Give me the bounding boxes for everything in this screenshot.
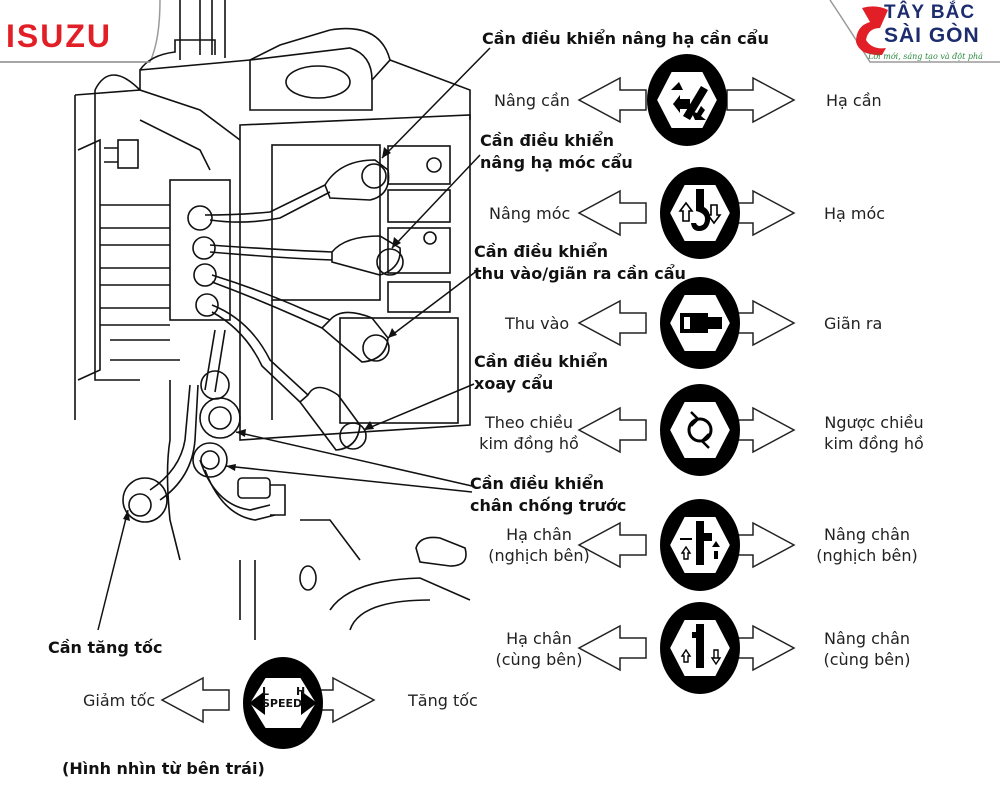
row2-left-label: Nâng móc	[489, 204, 571, 223]
callout-hook-lift-line1: Cần điều khiển	[480, 131, 615, 150]
row5-right-line2: (nghịch bên)	[816, 546, 918, 565]
row4-left-label: Theo chiều kim đồng hồ	[474, 412, 584, 454]
telescope-icon	[660, 277, 740, 369]
view-note: (Hình nhìn từ bên trái)	[62, 759, 265, 778]
arrow-left-outrigger-same	[577, 624, 647, 672]
callout-telescope-line2: thu vào/giãn ra cần cẩu	[474, 264, 686, 283]
row6-left-line2: (cùng bên)	[495, 650, 583, 669]
callout-outrigger-line1: Cần điều khiển	[470, 474, 605, 493]
callout-telescope-line1: Cần điều khiển	[474, 242, 609, 261]
callout-hook-lift: Cần điều khiển nâng hạ móc cẩu	[480, 130, 633, 174]
row6-right-line1: Nâng chân	[823, 629, 911, 648]
taybac-logo-top: TÂY BẮC	[884, 2, 976, 23]
speed-icon	[243, 657, 323, 749]
boom-icon	[647, 54, 727, 146]
row4-right-line1: Ngược chiều	[824, 413, 924, 432]
row4-right-label: Ngược chiều kim đồng hồ	[818, 412, 930, 454]
crane-machinery-drawing	[74, 0, 471, 640]
callout-outrigger: Cần điều khiển chân chống trước	[470, 473, 626, 517]
isuzu-logo: ISUZU	[6, 18, 112, 54]
speed-icon-low: L	[262, 685, 270, 698]
callout-swing: Cần điều khiển xoay cẩu	[474, 351, 608, 395]
callout-swing-line2: xoay cẩu	[474, 374, 554, 393]
speed-right-label: Tăng tốc	[408, 691, 478, 710]
row4-right-line2: kim đồng hồ	[824, 434, 924, 453]
taybac-logo-bottom: SÀI GÒN	[884, 24, 980, 47]
speed-icon-high: H	[296, 685, 306, 698]
leader-lines	[97, 47, 491, 631]
taybac-logo-swoosh	[856, 6, 888, 56]
hook-icon	[660, 167, 740, 259]
header-left-swoosh	[0, 0, 161, 63]
row5-left-label: Hạ chân (nghịch bên)	[484, 524, 594, 566]
row6-left-label: Hạ chân (cùng bên)	[484, 628, 594, 670]
callout-swing-line1: Cần điều khiển	[474, 352, 609, 371]
swing-icon	[660, 384, 740, 476]
row6-right-line2: (cùng bên)	[823, 650, 911, 669]
header-right-swoosh	[829, 0, 1000, 63]
callout-outrigger-line2: chân chống trước	[470, 496, 627, 515]
row3-left-label: Thu vào	[505, 314, 570, 333]
row5-right-line1: Nâng chân	[823, 525, 911, 544]
arrow-left-speed	[160, 676, 230, 724]
row6-left-line1: Hạ chân	[506, 629, 572, 648]
arrow-left-outrigger-opposite	[577, 521, 647, 569]
arrow-left-hook	[577, 189, 647, 237]
speed-left-label: Giảm tốc	[83, 691, 156, 710]
row4-left-line2: kim đồng hồ	[479, 434, 579, 453]
row5-left-line1: Hạ chân	[506, 525, 572, 544]
callout-telescope: Cần điều khiển thu vào/giãn ra cần cẩu	[474, 241, 686, 285]
arrow-left-swing	[577, 406, 647, 454]
row4-left-line1: Theo chiều	[485, 413, 573, 432]
row5-right-label: Nâng chân (nghịch bên)	[812, 524, 922, 566]
row1-left-label: Nâng cần	[494, 91, 570, 110]
leader-arrowheads	[123, 147, 401, 521]
row3-right-label: Giãn ra	[824, 314, 883, 333]
row5-left-line2: (nghịch bên)	[488, 546, 590, 565]
outrigger-same-icon	[660, 602, 740, 694]
row1-right-label: Hạ cần	[826, 91, 882, 110]
row2-right-label: Hạ móc	[824, 204, 886, 223]
arrow-left-telescope	[577, 299, 647, 347]
callout-throttle: Cần tăng tốc	[48, 638, 163, 657]
callout-boom-lift: Cần điều khiển nâng hạ cần cẩu	[482, 29, 769, 48]
row6-right-label: Nâng chân (cùng bên)	[812, 628, 922, 670]
arrow-left-boom	[577, 76, 647, 124]
arrow-right-boom	[726, 76, 796, 124]
speed-icon-word: SPEED	[262, 697, 303, 710]
taybac-logo-slogan: Lời mới, sáng tạo và đột phá	[868, 52, 983, 61]
outrigger-opposite-icon	[660, 499, 740, 591]
callout-hook-lift-line2: nâng hạ móc cẩu	[480, 153, 633, 172]
